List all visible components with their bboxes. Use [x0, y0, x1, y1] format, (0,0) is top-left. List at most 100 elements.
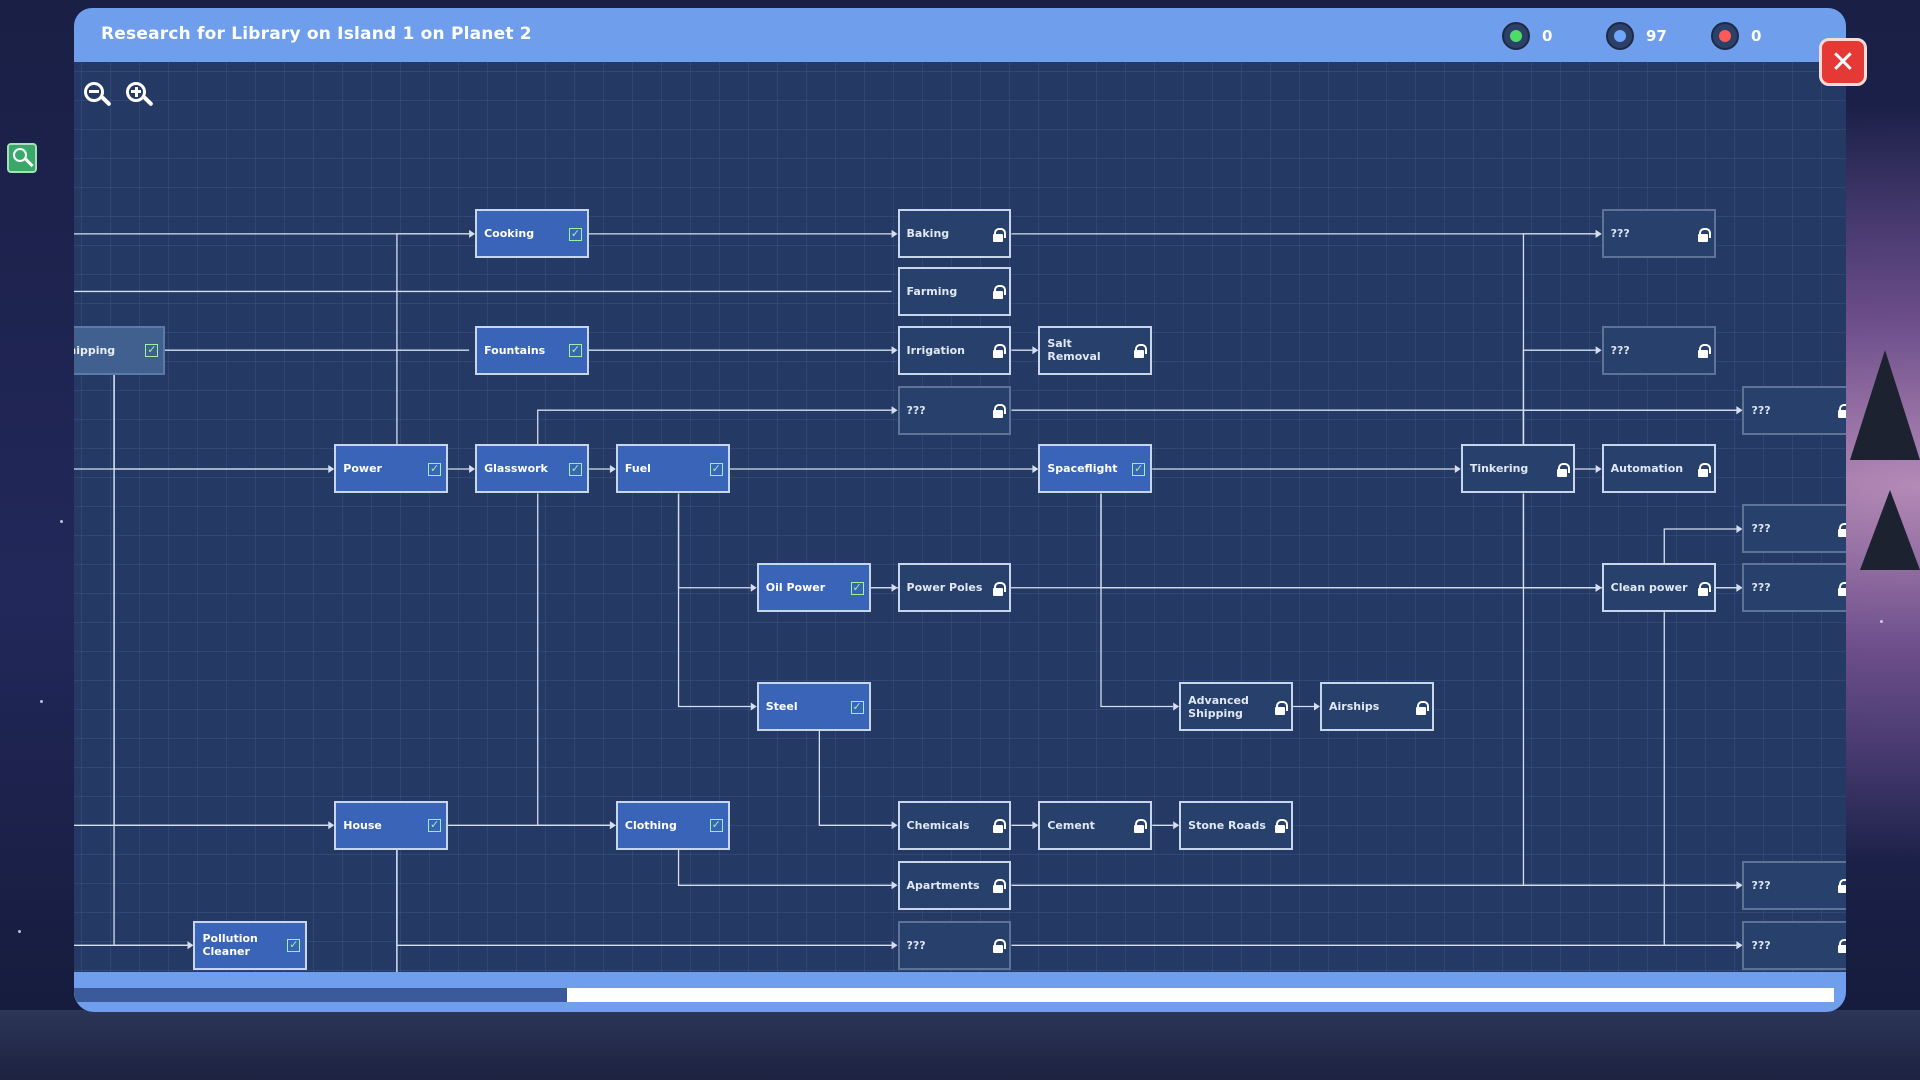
research-node-apartments[interactable]: Apartments [897, 860, 1012, 910]
resource-counter: 97 [1606, 22, 1667, 50]
research-node-unknown-b[interactable]: ??? [897, 920, 1012, 970]
research-node-tinkering[interactable]: Tinkering [1460, 444, 1575, 494]
connector-arrow [1032, 464, 1039, 473]
window-title: Research for Library on Island 1 on Plan… [101, 24, 532, 44]
research-node-unknown-d[interactable]: ??? [1601, 209, 1716, 259]
node-label: ??? [1751, 938, 1771, 952]
close-button[interactable]: ✕ [1819, 38, 1867, 86]
checkmark-icon: ✓ [145, 343, 159, 358]
research-node-unknown-l[interactable]: ??? [1742, 920, 1846, 970]
research-node-unknown-h[interactable]: ??? [1742, 504, 1846, 554]
connector-line [1522, 409, 1737, 445]
checkmark-icon: ✓ [1132, 461, 1146, 476]
research-node-steel[interactable]: Steel✓ [756, 682, 871, 731]
zoom-out-button[interactable] [84, 82, 114, 112]
node-label: Apartments [906, 878, 980, 892]
node-label: Clothing [624, 818, 677, 832]
research-node-farming[interactable]: Farming [897, 266, 1012, 316]
node-label: ??? [1751, 522, 1771, 536]
research-node-chemicals[interactable]: Chemicals [897, 800, 1012, 850]
research-node-unknown-j[interactable]: ??? [1742, 563, 1846, 613]
connector-arrow [1736, 406, 1743, 415]
connector-arrow [1173, 821, 1180, 830]
star [60, 520, 63, 523]
research-node-irrigation[interactable]: Irrigation [897, 325, 1012, 375]
connector-line [113, 374, 188, 946]
node-label: Farming [906, 284, 958, 298]
background-tree [1850, 350, 1920, 460]
lock-icon [1697, 227, 1711, 242]
zoom-in-button[interactable] [126, 82, 156, 112]
lock-icon [993, 939, 1007, 954]
node-label: Airships [1329, 700, 1380, 714]
lock-icon [993, 344, 1007, 359]
research-node-unknown-a[interactable]: ??? [897, 385, 1012, 435]
node-label: Chemicals [906, 818, 970, 832]
connector-arrow [1595, 464, 1602, 473]
research-node-fountains[interactable]: Fountains✓ [475, 325, 589, 375]
node-label: ??? [1751, 581, 1771, 595]
connector-line [1100, 493, 1174, 708]
research-node-glasswork[interactable]: Glasswork✓ [475, 444, 589, 494]
background-ground [0, 1010, 1920, 1080]
node-label: Automation [1610, 462, 1684, 476]
lock-icon [993, 285, 1007, 300]
resource-counter: 0 [1502, 22, 1552, 50]
node-label: Glasswork [484, 462, 548, 476]
connector-arrow [1032, 346, 1039, 355]
connector-arrow [1736, 583, 1743, 592]
research-node-house[interactable]: House✓ [334, 800, 449, 850]
connector-line [677, 849, 892, 886]
connector-line [1663, 612, 1737, 946]
research-node-cement[interactable]: Cement [1038, 800, 1153, 850]
lock-icon [1697, 344, 1711, 359]
research-search-button[interactable] [7, 143, 37, 173]
node-label: ??? [1751, 403, 1771, 417]
research-node-oil-power[interactable]: Oil Power✓ [756, 563, 871, 613]
research-node-stone-roads[interactable]: Stone Roads [1179, 800, 1294, 850]
research-node-baking[interactable]: Baking [897, 209, 1012, 259]
research-node-power-poles[interactable]: Power Poles [897, 563, 1012, 613]
connector-arrow [469, 229, 476, 238]
blue-research-icon [1606, 22, 1634, 50]
research-node-airships[interactable]: Airships [1320, 682, 1434, 731]
node-label: Oil Power [765, 581, 826, 595]
connector-arrow [1595, 229, 1602, 238]
connector-line [1522, 493, 1737, 886]
node-label: Salt Removal [1047, 337, 1101, 364]
research-node-shipping[interactable]: Shipping✓ [74, 325, 166, 375]
connector-line [818, 731, 892, 826]
horizontal-scrollbar[interactable] [74, 972, 1846, 1012]
research-node-unknown-f[interactable]: ??? [1742, 385, 1846, 435]
star [18, 930, 21, 933]
lock-icon [1838, 581, 1846, 596]
node-label: Advanced Shipping [1188, 693, 1249, 720]
background-tree [1860, 490, 1920, 570]
research-node-unknown-e[interactable]: ??? [1601, 325, 1716, 375]
research-node-pollution-cleaner[interactable]: Pollution Cleaner✓ [193, 920, 308, 970]
research-node-salt-removal[interactable]: Salt Removal [1038, 325, 1153, 375]
connector-arrow [891, 881, 898, 890]
research-node-advanced-shipping[interactable]: Advanced Shipping [1179, 682, 1294, 731]
connector-line [396, 849, 398, 972]
title-bar: Research for Library on Island 1 on Plan… [74, 8, 1846, 62]
node-label: Cement [1047, 818, 1095, 832]
research-node-unknown-k[interactable]: ??? [1742, 860, 1846, 910]
research-node-spaceflight[interactable]: Spaceflight✓ [1038, 444, 1153, 494]
node-label: Baking [906, 227, 950, 241]
connector-arrow [609, 464, 616, 473]
research-node-fuel[interactable]: Fuel✓ [615, 444, 730, 494]
checkmark-icon: ✓ [709, 461, 723, 476]
checkmark-icon: ✓ [568, 226, 582, 241]
research-node-clean-power[interactable]: Clean power [1601, 563, 1716, 613]
research-node-clothing[interactable]: Clothing✓ [615, 800, 730, 850]
connector-line [677, 493, 751, 708]
research-node-power[interactable]: Power✓ [334, 444, 449, 494]
lock-icon [1838, 522, 1846, 537]
research-node-automation[interactable]: Automation [1601, 444, 1716, 494]
research-node-cooking[interactable]: Cooking✓ [475, 209, 589, 259]
research-window: Research for Library on Island 1 on Plan… [74, 8, 1846, 1012]
scrollbar-thumb[interactable] [74, 988, 567, 1002]
research-tree-canvas[interactable]: Shipping✓ Cooking✓ Fountains✓ Power✓ Glasswo… [74, 62, 1846, 972]
connector-arrow [1454, 464, 1461, 473]
